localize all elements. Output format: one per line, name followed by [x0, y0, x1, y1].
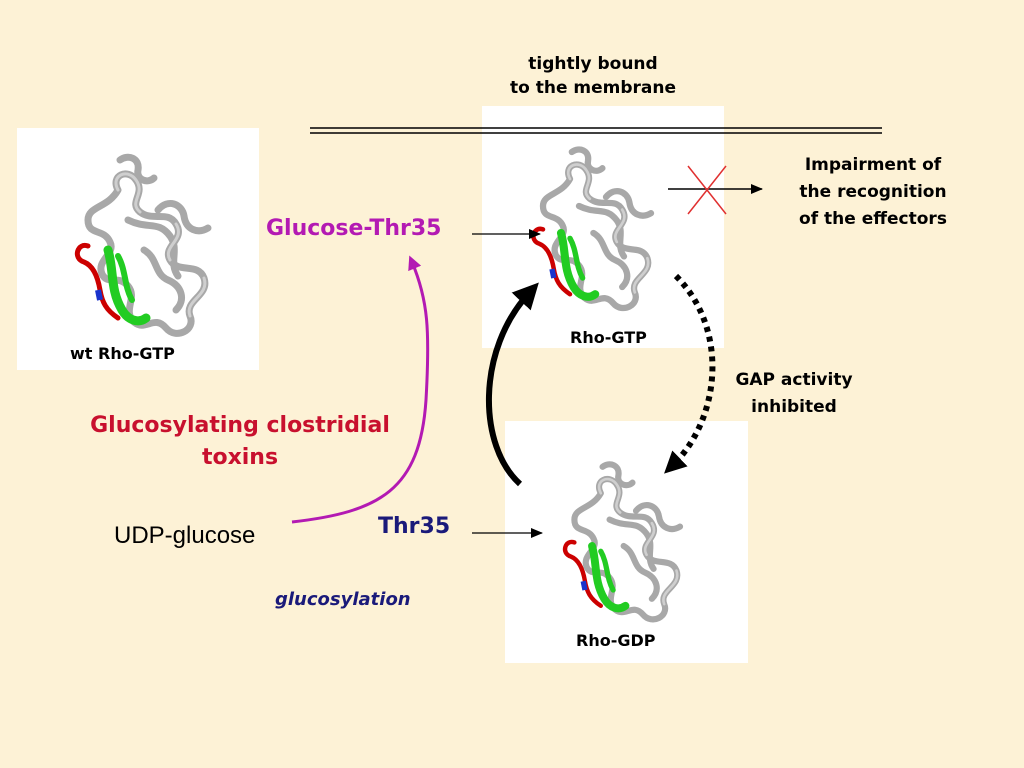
rho-gtp-label: Rho-GTP	[570, 328, 647, 347]
toxins-label-line2: toxins	[201, 445, 279, 470]
wt-rho-gtp-structure	[77, 157, 208, 333]
impairment-line3: of the effectors	[799, 209, 947, 229]
wt-rho-gtp-label: wt Rho-GTP	[70, 344, 175, 363]
glucosylation-label: glucosylation	[275, 589, 411, 610]
toxins-label-line1: Glucosylating clostridial	[90, 413, 390, 438]
gap-label: GAP activity inhibited	[712, 367, 876, 421]
impairment-line2: the recognition	[799, 182, 947, 202]
membrane-label: tightly bound to the membrane	[478, 52, 708, 100]
gap-label-line2: inhibited	[751, 397, 837, 417]
thr35-label: Thr35	[378, 514, 451, 539]
toxins-label: Glucosylating clostridial toxins	[60, 410, 420, 474]
gap-arrow	[664, 273, 716, 474]
rho-gdp-structure	[565, 464, 680, 619]
glucosylation-arrow	[291, 255, 430, 524]
rho-gtp-structure	[533, 150, 651, 308]
membrane-label-line1: tightly bound	[528, 54, 658, 74]
gap-label-line1: GAP activity	[735, 370, 853, 390]
rho-gdp-panel	[505, 421, 748, 663]
udp-glucose-label: UDP-glucose	[114, 522, 256, 549]
impairment-line1: Impairment of	[804, 155, 942, 175]
cross-stroke-2	[687, 165, 727, 215]
glucose-thr35-label: Glucose-Thr35	[266, 216, 442, 241]
rho-gdp-label: Rho-GDP	[576, 631, 656, 650]
activation-arrow	[486, 282, 539, 487]
membrane-label-line2: to the membrane	[509, 78, 676, 98]
impairment-label: Impairment of the recognition of the eff…	[768, 152, 978, 233]
